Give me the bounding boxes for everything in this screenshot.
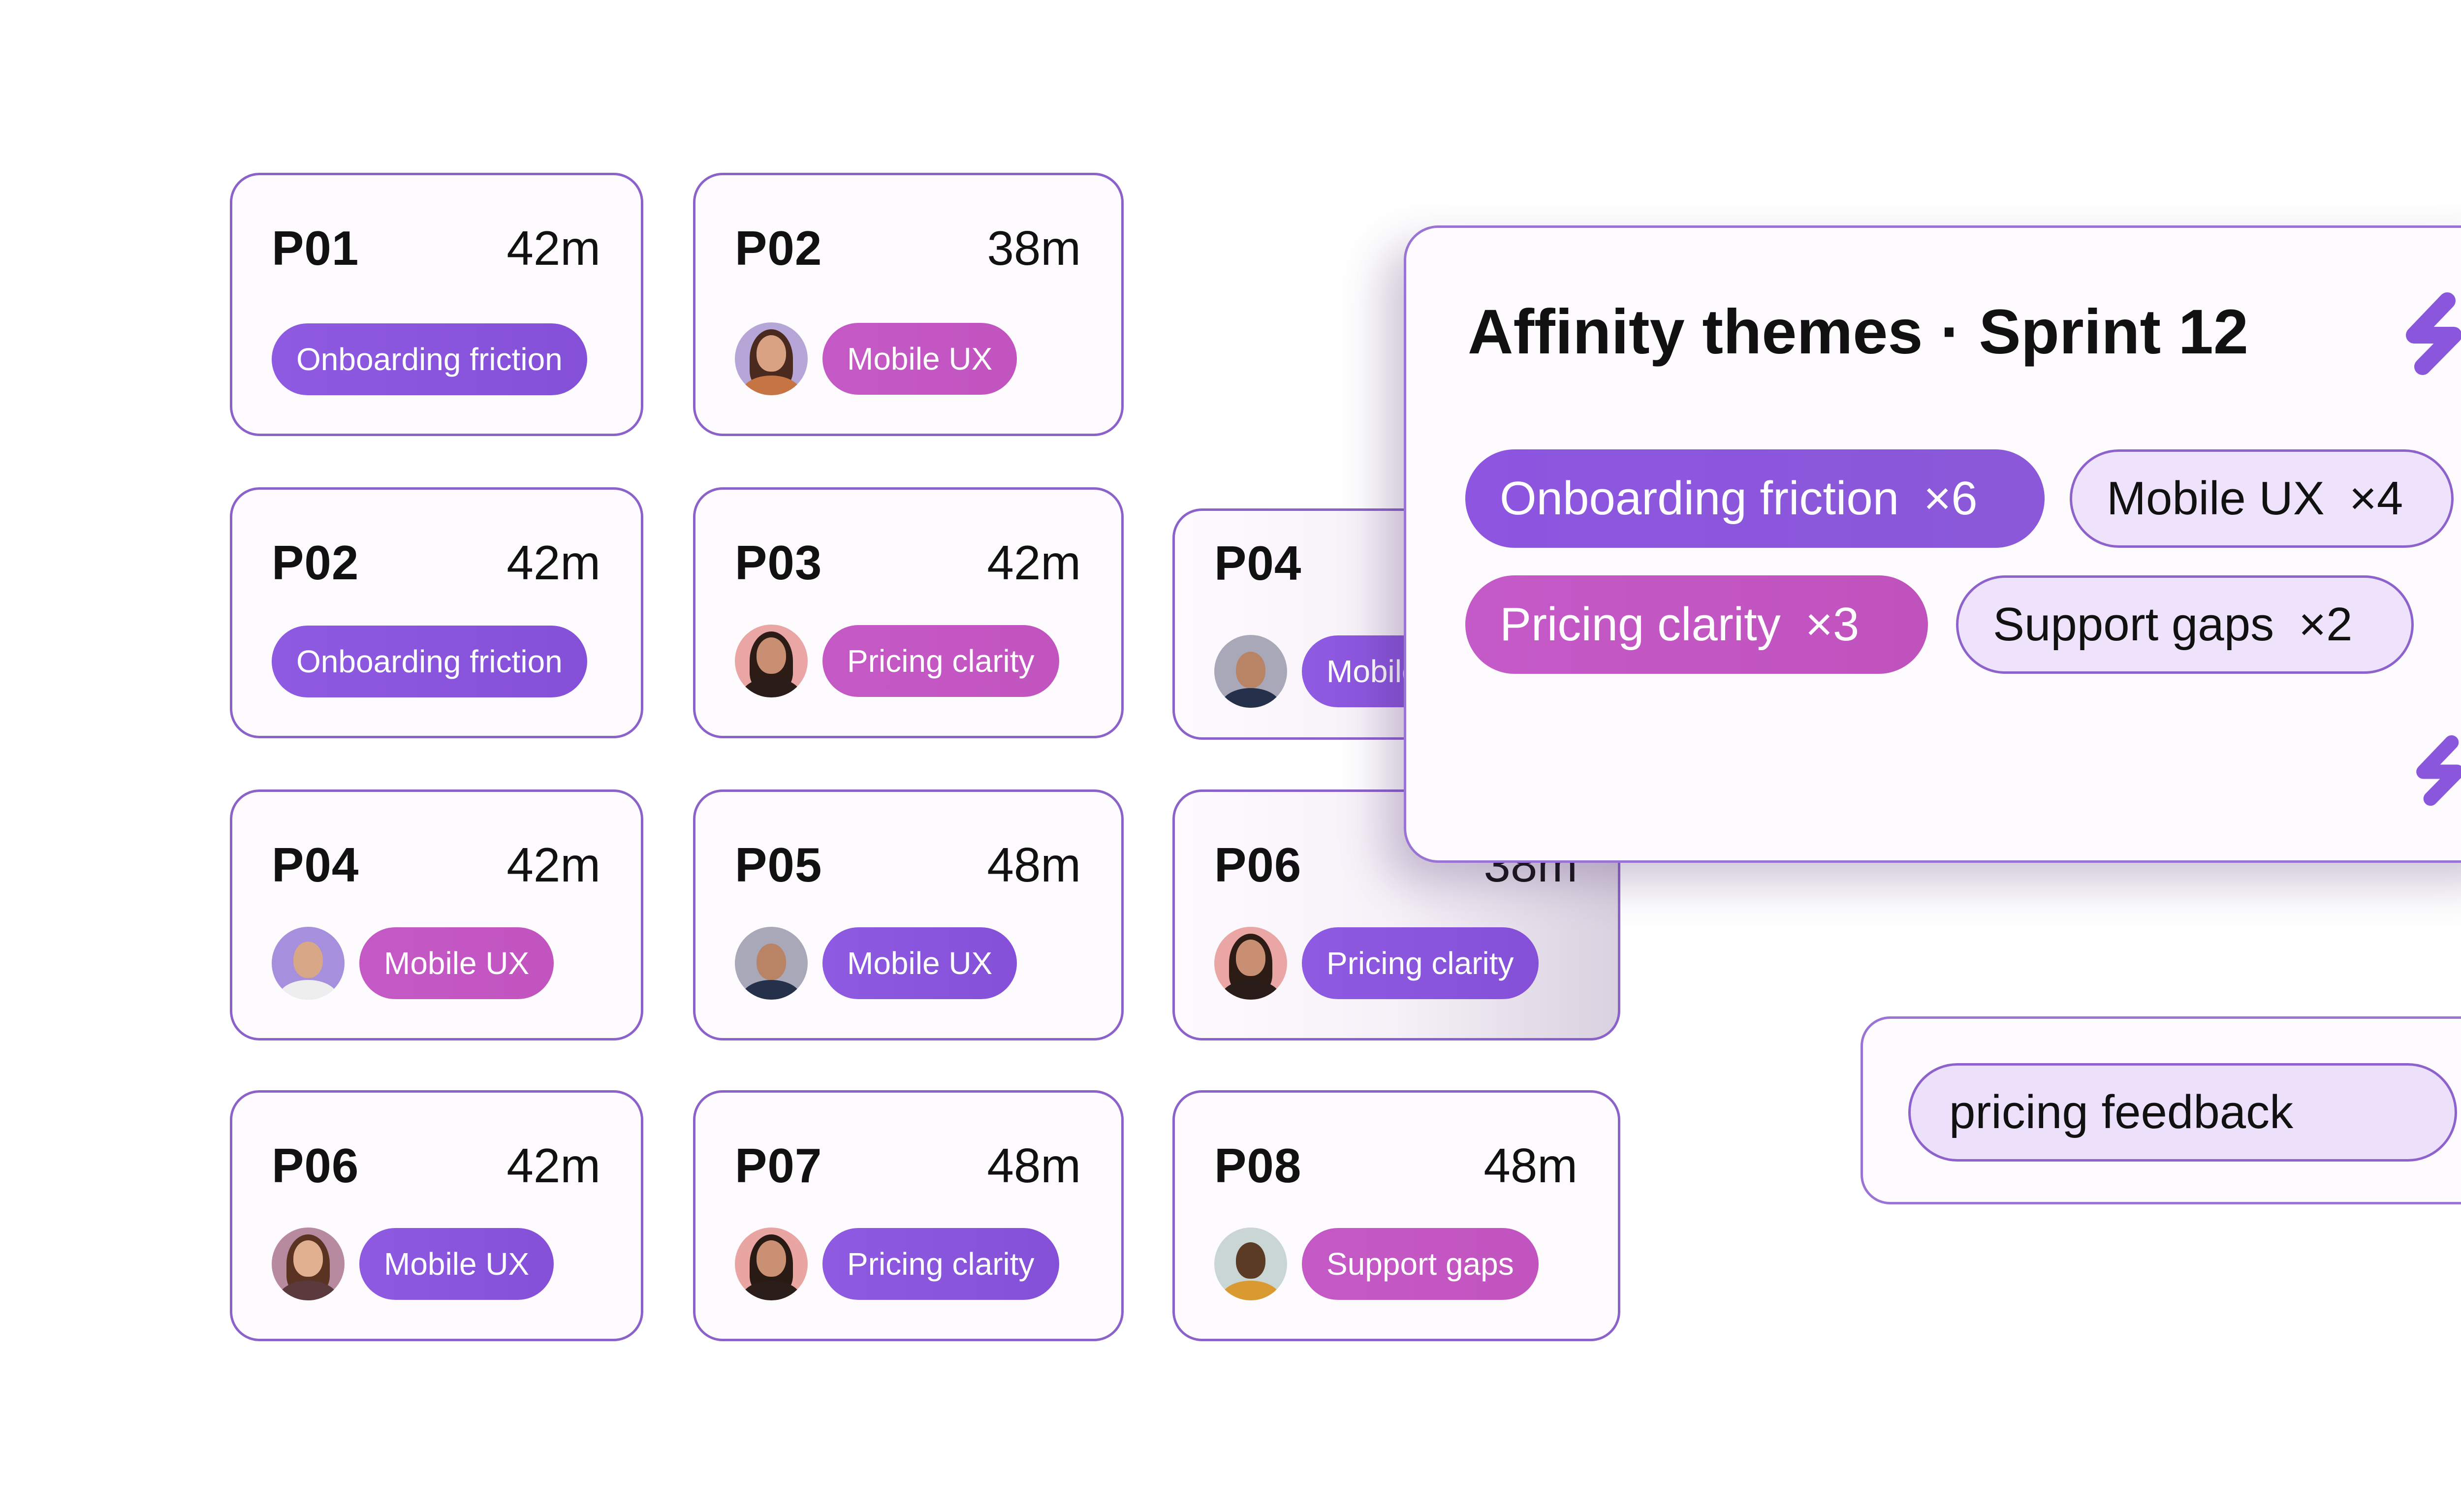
search-bar <box>1908 1063 2457 1162</box>
session-duration: 42m <box>506 1138 600 1193</box>
participant-card[interactable]: P07 48m Pricing clarity <box>693 1090 1124 1341</box>
participant-id: P03 <box>735 536 822 590</box>
card-tag-row: Mobile UX <box>735 322 1017 395</box>
avatar <box>735 625 808 697</box>
participant-card[interactable]: P02 38m Mobile UX <box>693 173 1124 436</box>
search-input[interactable] <box>1911 1066 2455 1159</box>
participant-card[interactable]: P01 42m Onboarding friction <box>230 173 643 436</box>
session-duration: 42m <box>506 536 600 590</box>
participant-id: P05 <box>735 838 822 892</box>
avatar <box>735 927 808 1000</box>
theme-chip[interactable]: Pricing clarity <box>822 1228 1059 1300</box>
avatar <box>1214 635 1287 708</box>
lightning-icon[interactable] <box>2400 292 2461 376</box>
theme-tag-label: Mobile UX <box>2107 472 2325 525</box>
participant-card[interactable]: P08 48m Support gaps <box>1172 1090 1620 1341</box>
theme-tag-count: ×2 <box>2299 598 2353 651</box>
theme-chip[interactable]: Mobile UX <box>822 323 1017 395</box>
theme-tag-onboarding-friction[interactable]: Onboarding friction ×6 <box>1465 449 2045 548</box>
participant-card[interactable]: P04 42m Mobile UX <box>230 789 643 1040</box>
avatar <box>272 927 345 1000</box>
participant-id: P07 <box>735 1138 822 1193</box>
theme-tag-support-gaps[interactable]: Support gaps ×2 <box>1956 575 2414 674</box>
theme-tag-mobile-ux[interactable]: Mobile UX ×4 <box>2070 449 2454 548</box>
session-duration: 48m <box>987 1138 1081 1193</box>
theme-tag-pricing-clarity[interactable]: Pricing clarity ×3 <box>1465 575 1928 674</box>
session-duration: 38m <box>987 221 1081 275</box>
card-tag-row: Mobile UX <box>735 927 1017 1000</box>
participant-id: P06 <box>1214 838 1302 892</box>
card-tag-row: Support gaps <box>1214 1228 1539 1300</box>
panel-title: Affinity themes · Sprint 12 <box>1468 297 2248 367</box>
card-tag-row: Onboarding friction <box>272 626 587 697</box>
theme-chip[interactable]: Pricing clarity <box>822 625 1059 697</box>
participant-card[interactable]: P05 48m Mobile UX <box>693 789 1124 1040</box>
session-duration: 42m <box>506 838 600 892</box>
participant-card[interactable]: P06 42m Mobile UX <box>230 1090 643 1341</box>
session-duration: 48m <box>1483 1138 1578 1193</box>
participant-id: P04 <box>1214 536 1302 590</box>
avatar <box>272 1228 345 1300</box>
participant-id: P01 <box>272 221 359 275</box>
theme-chip[interactable]: Onboarding friction <box>272 323 587 395</box>
theme-chip[interactable]: Support gaps <box>1302 1228 1539 1300</box>
session-duration: 42m <box>506 221 600 275</box>
card-tag-row: Mobile UX <box>272 1228 554 1300</box>
theme-tag-label: Onboarding friction <box>1500 472 1899 525</box>
participant-id: P08 <box>1214 1138 1302 1193</box>
session-duration: 48m <box>987 838 1081 892</box>
affinity-themes-panel: Affinity themes · Sprint 12 Onboarding f… <box>1404 225 2461 863</box>
theme-chip[interactable]: Mobile UX <box>822 927 1017 999</box>
theme-tag-count: ×4 <box>2349 472 2403 525</box>
card-tag-row: Pricing clarity <box>735 1228 1059 1300</box>
theme-tag-count: ×6 <box>1924 472 1978 525</box>
card-tag-row: Onboarding friction <box>272 323 587 395</box>
participant-id: P06 <box>272 1138 359 1193</box>
participant-id: P02 <box>735 221 822 275</box>
theme-tag-label: Pricing clarity <box>1500 598 1781 651</box>
participant-id: P02 <box>272 536 359 590</box>
card-tag-row: Pricing clarity <box>1214 927 1539 1000</box>
theme-chip[interactable]: Onboarding friction <box>272 626 587 697</box>
card-tag-row: Mobile UX <box>272 927 554 1000</box>
theme-chip[interactable]: Mobile UX <box>359 1228 554 1300</box>
avatar <box>1214 1228 1287 1300</box>
avatar <box>1214 927 1287 1000</box>
theme-tag-count: ×3 <box>1805 598 1860 651</box>
theme-tag-label: Support gaps <box>1993 598 2274 651</box>
card-tag-row: Pricing clarity <box>735 625 1059 697</box>
search-panel <box>1861 1016 2461 1204</box>
lightning-icon[interactable] <box>2410 735 2461 806</box>
theme-chip[interactable]: Mobile UX <box>359 927 554 999</box>
avatar <box>735 1228 808 1300</box>
participant-card[interactable]: P02 42m Onboarding friction <box>230 487 643 738</box>
avatar <box>735 322 808 395</box>
theme-chip[interactable]: Pricing clarity <box>1302 927 1539 999</box>
session-duration: 42m <box>987 536 1081 590</box>
participant-card[interactable]: P03 42m Pricing clarity <box>693 487 1124 738</box>
participant-id: P04 <box>272 838 359 892</box>
